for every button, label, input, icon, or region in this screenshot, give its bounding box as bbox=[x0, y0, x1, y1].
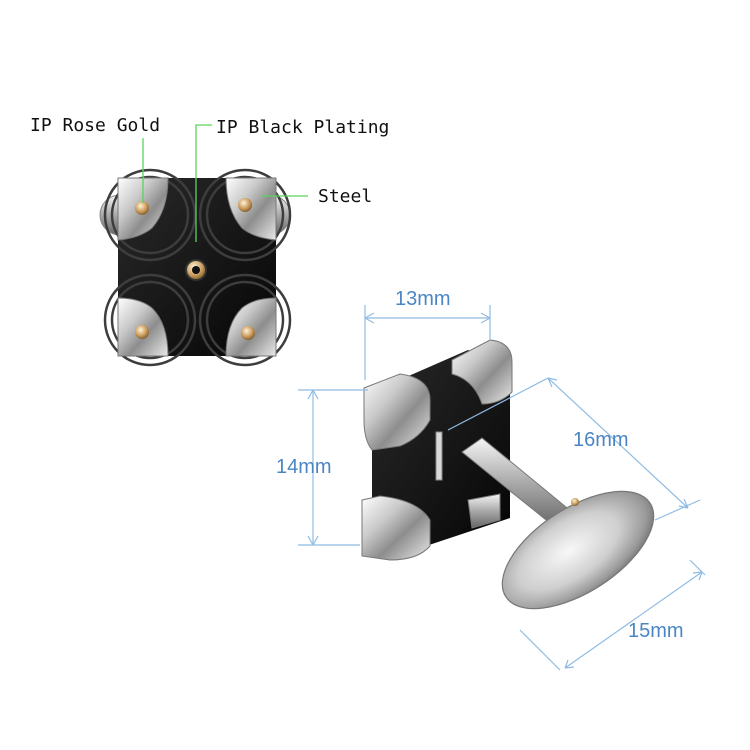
side-view-cufflink bbox=[361, 339, 655, 610]
callout-lines bbox=[142, 124, 308, 242]
dim-length-label: 16mm bbox=[573, 429, 629, 451]
callout-steel: Steel bbox=[318, 186, 372, 207]
dimension-lines bbox=[298, 305, 706, 671]
dim-height-label: 14mm bbox=[276, 456, 332, 478]
black-plating-leader bbox=[195, 124, 212, 242]
dim-width-label: 13mm bbox=[395, 288, 451, 310]
dim-face-label: 15mm bbox=[628, 620, 684, 642]
callout-black-plating: IP Black Plating bbox=[216, 117, 389, 138]
callout-rose-gold: IP Rose Gold bbox=[30, 115, 160, 136]
front-view-cufflink bbox=[99, 168, 292, 367]
